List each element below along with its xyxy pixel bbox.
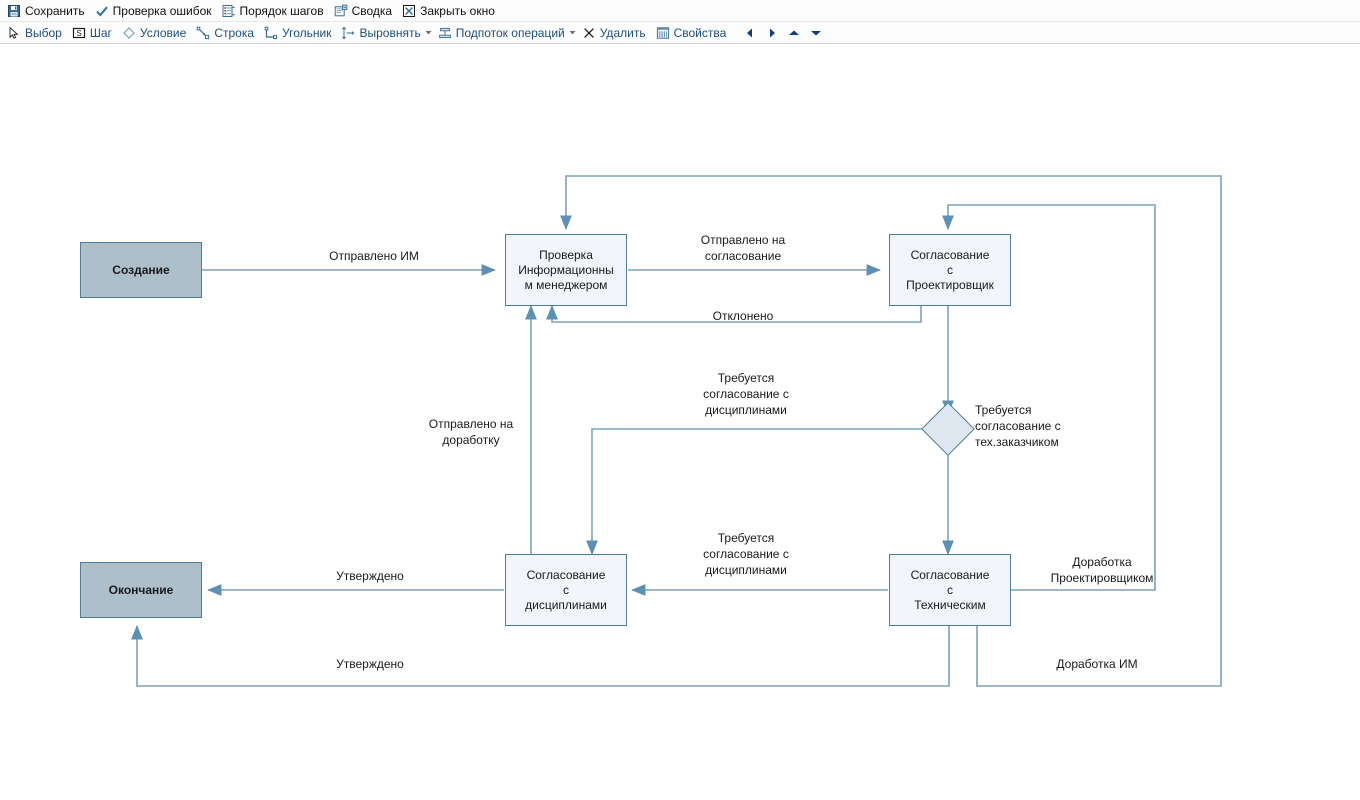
toolbar-button-steps-order[interactable]: Порядок шагов bbox=[219, 0, 331, 22]
main-toolbar: Сохранить Проверка ошибок Порядок шагов bbox=[0, 0, 1360, 22]
toolbar-button-save[interactable]: Сохранить bbox=[4, 0, 92, 22]
toolbar-label-close-window: Закрыть окно bbox=[420, 3, 495, 18]
nav-left-icon[interactable] bbox=[741, 24, 759, 42]
workflow-canvas[interactable]: Создание Проверка Информационны м менедж… bbox=[0, 46, 1360, 800]
tool-label-elbow: Угольник bbox=[282, 25, 332, 40]
tool-button-delete[interactable]: Удалить bbox=[579, 22, 653, 44]
subflow-icon bbox=[438, 26, 452, 40]
node-check-by-information-manager[interactable]: Проверка Информационны м менеджером bbox=[505, 234, 627, 306]
line-icon bbox=[196, 26, 210, 40]
node-approval-with-disciplines[interactable]: Согласование с дисциплинами bbox=[505, 554, 627, 626]
toolbar-button-error-check[interactable]: Проверка ошибок bbox=[92, 0, 219, 22]
node-approval-with-technical[interactable]: Согласование с Техническим bbox=[889, 554, 1011, 626]
tool-button-subflow[interactable]: Подпоток операций bbox=[435, 22, 572, 44]
toolbar-label-error-check: Проверка ошибок bbox=[112, 3, 212, 18]
check-icon bbox=[95, 4, 109, 18]
align-dropdown-caret-icon[interactable] bbox=[424, 26, 433, 40]
edge-rework-designer bbox=[942, 204, 1156, 591]
nav-down-icon[interactable] bbox=[807, 24, 825, 42]
save-icon bbox=[7, 4, 21, 18]
align-icon bbox=[341, 26, 355, 40]
edge-label-sent-for-approval: Отправлено на согласование bbox=[700, 233, 786, 263]
summary-icon bbox=[334, 4, 348, 18]
edge-label-need-disciplines-top: Требуется согласование с дисциплинами bbox=[703, 371, 789, 417]
tool-label-step: Шаг bbox=[89, 25, 112, 40]
tool-button-properties[interactable]: Свойства bbox=[653, 22, 734, 44]
tool-button-elbow[interactable]: Угольник bbox=[261, 22, 338, 44]
toolbar-button-summary[interactable]: Сводка bbox=[331, 0, 400, 22]
nav-up-icon[interactable] bbox=[785, 24, 803, 42]
toolbar-label-save: Сохранить bbox=[25, 3, 85, 18]
node-approval-with-designer[interactable]: Согласование с Проектировщик bbox=[889, 234, 1011, 306]
edge-label-approved-middle: Утверждено bbox=[336, 569, 404, 583]
edge-label-rework-by-designer: Доработка Проектировщиком bbox=[1050, 555, 1154, 585]
node-end[interactable]: Окончание bbox=[80, 562, 202, 618]
close-window-icon bbox=[402, 4, 416, 18]
condition-icon bbox=[122, 26, 136, 40]
edge-approved-bottom bbox=[131, 625, 950, 687]
subflow-dropdown-caret-icon[interactable] bbox=[568, 26, 577, 40]
nav-right-icon[interactable] bbox=[763, 24, 781, 42]
tool-button-select[interactable]: Выбор bbox=[4, 22, 69, 44]
edge-label-need-disciplines-bottom: Требуется согласование с дисциплинами bbox=[703, 531, 789, 577]
tool-button-align[interactable]: Выровнять bbox=[338, 22, 427, 44]
tool-button-condition[interactable]: Условие bbox=[119, 22, 193, 44]
toolbar-button-close-window[interactable]: Закрыть окно bbox=[399, 0, 502, 22]
toolbar-label-steps-order: Порядок шагов bbox=[239, 3, 324, 18]
edge-label-rejected: Отклонено bbox=[712, 309, 774, 323]
tool-label-delete: Удалить bbox=[599, 25, 646, 40]
edge-label-rework-im: Доработка ИМ bbox=[1056, 657, 1138, 671]
tool-label-select: Выбор bbox=[25, 25, 62, 40]
tool-label-align: Выровнять bbox=[359, 25, 421, 40]
step-icon: S bbox=[72, 26, 86, 40]
tool-label-subflow: Подпоток операций bbox=[455, 25, 565, 40]
delete-icon bbox=[582, 26, 596, 40]
svg-text:S: S bbox=[76, 29, 81, 38]
tool-button-line[interactable]: Строка bbox=[193, 22, 261, 44]
edge-rework-im bbox=[560, 175, 1222, 687]
workflow-edges bbox=[131, 175, 1222, 687]
steps-order-icon bbox=[222, 4, 236, 18]
edge-label-approved-bottom: Утверждено bbox=[336, 657, 404, 671]
tool-label-condition: Условие bbox=[139, 25, 187, 40]
tool-button-step[interactable]: S Шаг bbox=[69, 22, 119, 44]
edge-label-sent-im: Отправлено ИМ bbox=[329, 249, 419, 263]
tool-label-properties: Свойства bbox=[673, 25, 727, 40]
edge-label-need-tech-customer: Требуется согласование с тех.заказчиком bbox=[975, 403, 1061, 449]
tools-toolbar: Выбор S Шаг Условие Строка bbox=[0, 22, 1360, 44]
elbow-icon bbox=[264, 26, 278, 40]
edge-decision-to-disciplines bbox=[586, 428, 927, 555]
tool-label-line: Строка bbox=[214, 25, 255, 40]
edge-label-sent-for-rework: Отправлено на доработку bbox=[428, 417, 514, 447]
node-start[interactable]: Создание bbox=[80, 242, 202, 298]
toolbar-label-summary: Сводка bbox=[351, 3, 393, 18]
properties-icon bbox=[656, 26, 670, 40]
cursor-icon bbox=[7, 26, 21, 40]
